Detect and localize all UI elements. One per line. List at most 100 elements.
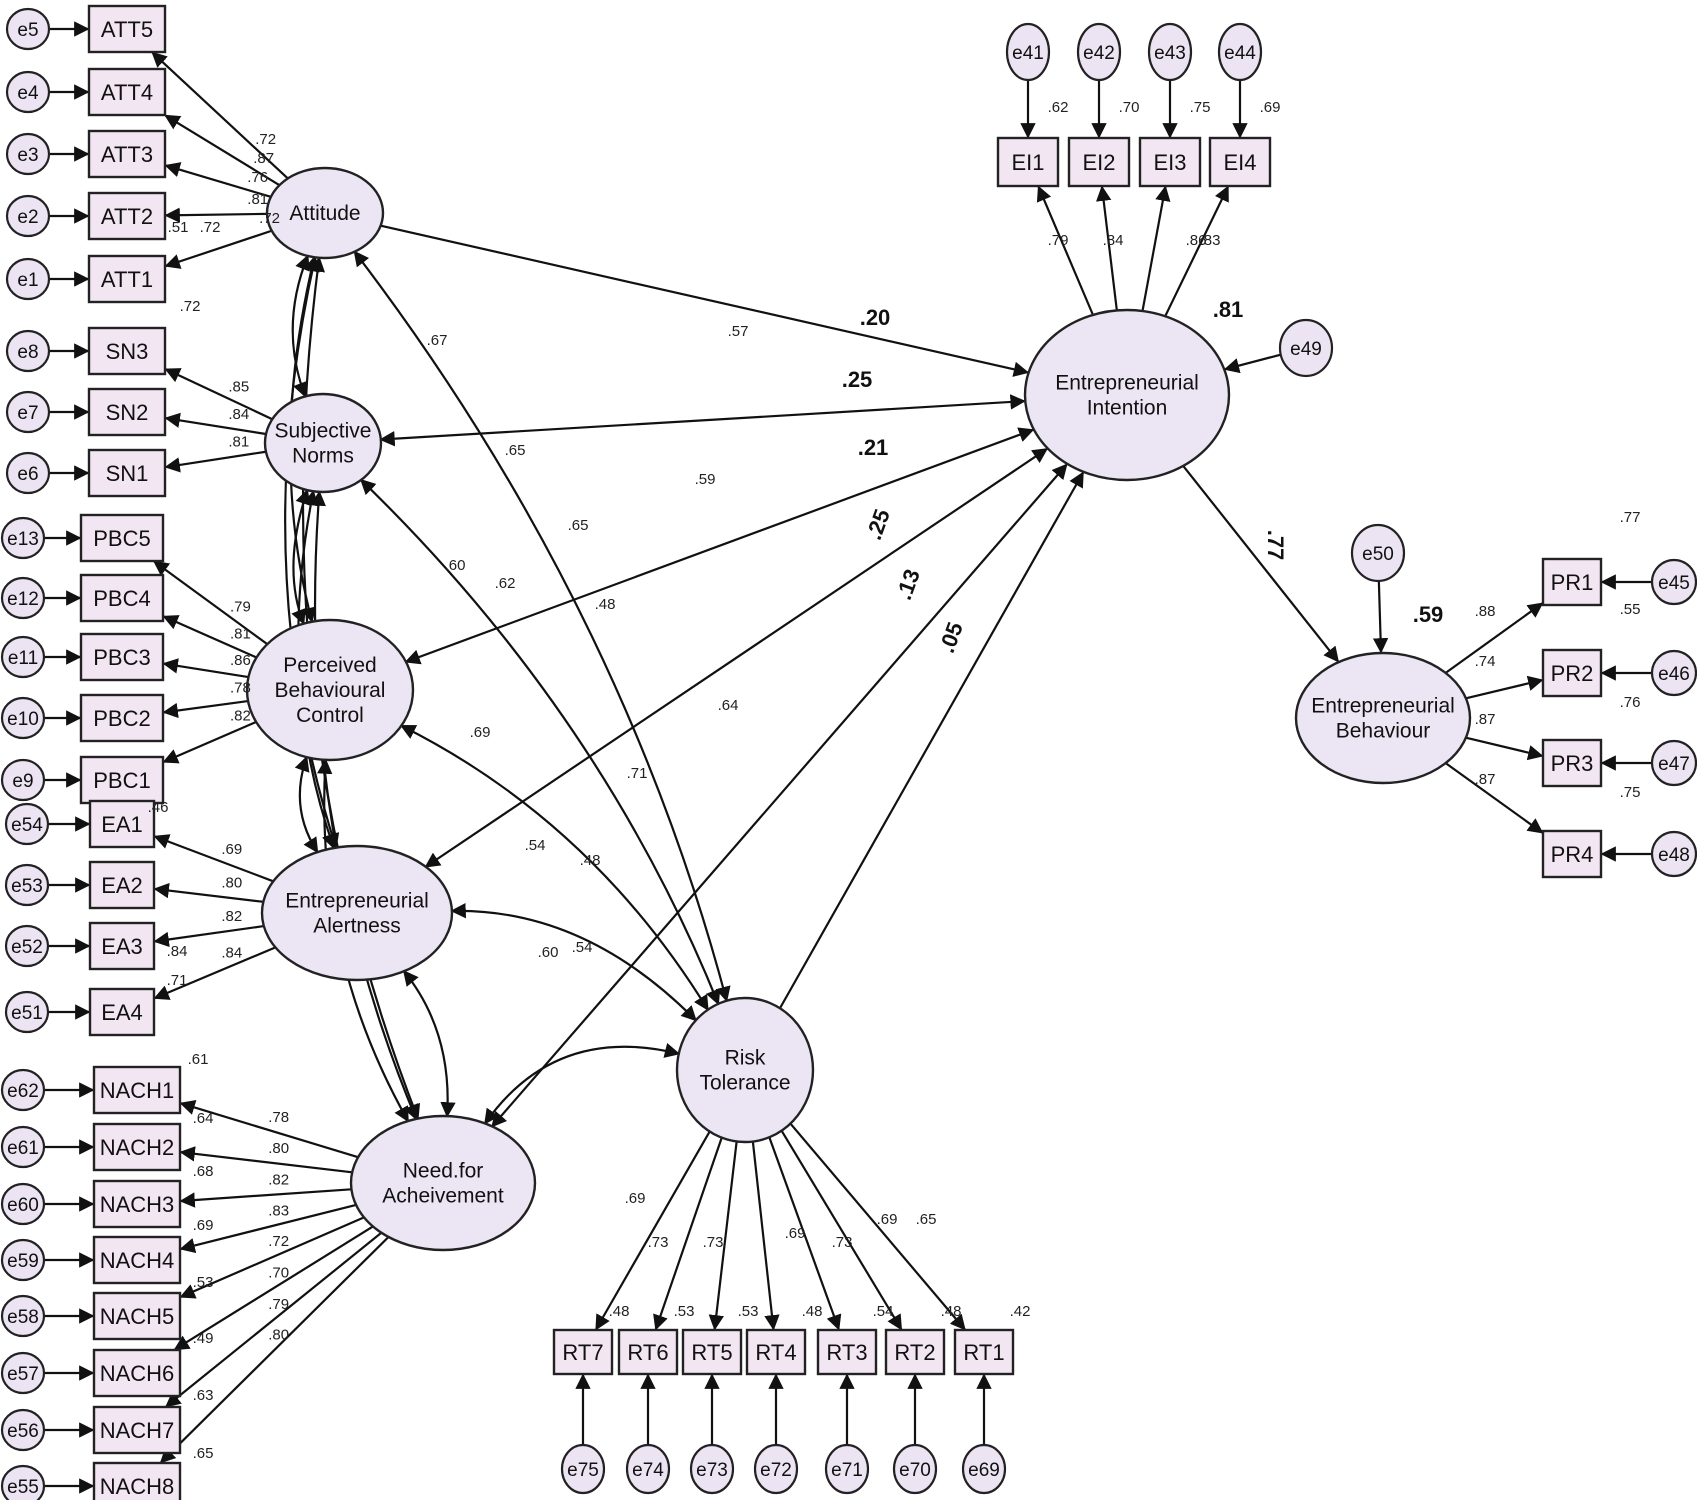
- error-sn-3: [5, 451, 51, 495]
- error-nach-3: [0, 1182, 46, 1226]
- loading-arrow-att-5: [164, 229, 273, 269]
- path-value-rt-ei: .05: [934, 619, 968, 656]
- indicator-rt-4-label: RT4: [755, 1340, 796, 1365]
- error-ea-1-label: e54: [11, 815, 43, 836]
- latent-sn-label: Subjective: [275, 420, 372, 443]
- loading-arrow-nach-3: [179, 1188, 352, 1208]
- r2-value-nach-2: .64: [193, 1110, 214, 1127]
- indicator-ei-1-label: EI1: [1011, 150, 1044, 175]
- loading-value-sn-3: .81: [228, 434, 249, 451]
- error-ei-4-label: e44: [1224, 43, 1256, 64]
- path-value-ea-ei: .25: [861, 506, 895, 543]
- loading-arrow-ea-4: [153, 946, 276, 1000]
- indicator-ea-3-label: EA3: [101, 934, 143, 959]
- r2-value-att-2: .51: [168, 219, 189, 236]
- error-att-1-label: e5: [17, 20, 38, 41]
- loading-arrow-rt-2: [653, 1137, 723, 1331]
- path-value-ei-eb: .77: [1263, 530, 1288, 561]
- error-nach-8-label: e55: [7, 1477, 39, 1498]
- indicator-att-2-label: ATT4: [101, 80, 153, 105]
- error-pr-3-label: e47: [1658, 754, 1690, 775]
- indicator-pbc-5-label: PBC1: [93, 768, 150, 793]
- error-ea-3: [4, 924, 50, 968]
- error-pbc-3-label: e11: [8, 648, 38, 669]
- indicator-pr-3-label: PR3: [1551, 751, 1594, 776]
- loading-arrow-pbc-1: [153, 560, 268, 646]
- latent-att-ellipse: [265, 166, 385, 260]
- indicator-att-3: [87, 129, 167, 179]
- error-nach-2-label: e61: [7, 1138, 39, 1159]
- r2-value-ei-3: .75: [1190, 99, 1211, 116]
- latent-sn-ellipse: [263, 392, 383, 494]
- r2-value-nach-1: .61: [188, 1051, 209, 1068]
- error-nach-1-label: e62: [7, 1081, 39, 1102]
- loading-value-att-5: .72: [259, 210, 280, 227]
- loading-value-nach-4: .83: [268, 1202, 289, 1219]
- indicator-pr-1: [1541, 557, 1603, 607]
- loading-arrow-sn-2: [164, 412, 267, 436]
- indicator-pbc-1-label: PBC5: [93, 526, 150, 551]
- covariance-arc-sn-nach: [310, 490, 418, 1121]
- error-ea-4-label: e51: [11, 1003, 43, 1024]
- error-pbc-5-label: e9: [12, 771, 33, 792]
- loading-value-ei-3: .86: [1186, 232, 1207, 249]
- indicator-att-2: [87, 67, 167, 117]
- r2-value-nach-8: .65: [193, 1445, 214, 1462]
- r2-value-ei: .81: [1213, 297, 1244, 322]
- loading-arrow-rt-4: [751, 1141, 780, 1331]
- error-sn-1: [5, 329, 51, 373]
- error-nach-5: [0, 1294, 46, 1338]
- error-pbc-5: [0, 758, 46, 802]
- covariance-value-pbc_ea: .69: [470, 724, 491, 741]
- latent-nach-ellipse: [349, 1114, 537, 1252]
- loading-arrow-ei-4: [1164, 185, 1229, 317]
- loading-arrow-nach-4: [179, 1203, 357, 1254]
- indicator-rt-7-label: RT1: [963, 1340, 1004, 1365]
- covariance-arc-ea-nach: [402, 970, 456, 1118]
- loading-value-nach-3: .82: [268, 1172, 289, 1189]
- indicator-ei-1: [996, 136, 1060, 188]
- error-pbc-4: [0, 696, 46, 740]
- error-att-2: [5, 70, 51, 114]
- error-rt-1: [560, 1443, 606, 1495]
- indicator-nach-3: [92, 1179, 182, 1229]
- loading-value-pbc-3: .86: [230, 652, 251, 669]
- r2-value-pr-4: .75: [1620, 784, 1641, 801]
- r2-value-nach-5: .53: [193, 1274, 214, 1291]
- error-att-3-label: e3: [17, 145, 38, 166]
- indicator-sn-2-label: SN2: [106, 400, 149, 425]
- indicator-rt-2: [617, 1328, 679, 1376]
- loading-arrow-pr-3: [1465, 736, 1544, 761]
- loading-arrow-nach-2: [179, 1146, 353, 1174]
- loading-arrow-att-4: [164, 207, 268, 223]
- loading-arrow-rt-5: [768, 1136, 842, 1331]
- indicator-att-5: [87, 254, 167, 304]
- indicator-ea-2-label: EA2: [101, 873, 143, 898]
- indicator-pbc-3-label: PBC3: [93, 645, 150, 670]
- r2-value-pr-3: .76: [1620, 694, 1641, 711]
- error-att-5: [5, 257, 51, 301]
- loading-value-nach-1: .78: [268, 1109, 289, 1126]
- covariance-value-nach_rt: .54: [572, 939, 593, 956]
- loading-arrow-pbc-2: [162, 615, 257, 659]
- error-ea-3-label: e52: [11, 937, 43, 958]
- covariance-value-att_nach: .54: [525, 837, 546, 854]
- loading-arrow-att-3: [164, 162, 272, 198]
- indicator-nach-6-label: NACH6: [100, 1361, 175, 1386]
- loading-arrow-ei-2: [1096, 185, 1118, 311]
- loading-value-rt-2: .73: [648, 1234, 669, 1251]
- indicator-ea-4-label: EA4: [101, 1000, 143, 1025]
- indicator-att-4: [87, 191, 167, 241]
- indicator-nach-1: [92, 1065, 182, 1115]
- error-nach-4-label: e59: [7, 1251, 39, 1272]
- indicator-sn-3: [87, 448, 167, 498]
- indicator-ea-1-label: EA1: [101, 812, 143, 837]
- error-ei-3-label: e43: [1154, 43, 1186, 64]
- indicator-rt-5: [816, 1328, 878, 1376]
- latent-ei-label: Intention: [1087, 397, 1168, 420]
- loading-value-pbc-5: .82: [230, 708, 251, 725]
- error-ei-3: [1147, 22, 1193, 82]
- indicator-sn-2: [87, 387, 167, 437]
- r2-value-rt-5: .54: [873, 1303, 894, 1320]
- error-nach-5-label: e58: [7, 1307, 39, 1328]
